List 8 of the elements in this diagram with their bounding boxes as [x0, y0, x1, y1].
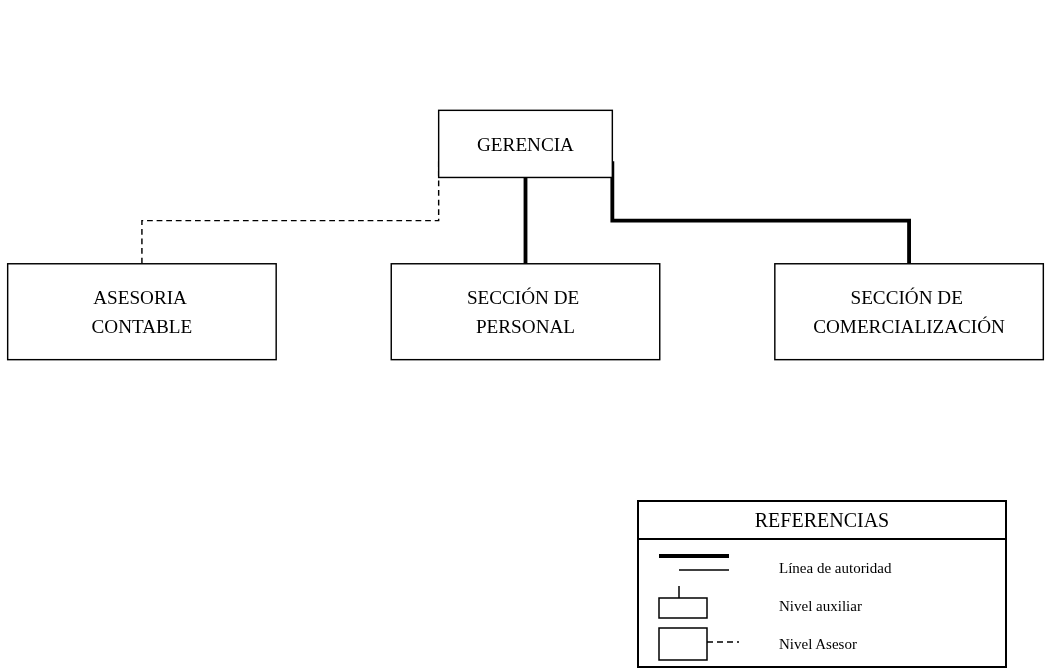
node-box: SECCIÓN DE PERSONAL	[390, 263, 661, 361]
legend-text: Nivel Asesor	[779, 635, 857, 653]
legend-text: Línea de autoridad	[779, 559, 892, 577]
node-box: ASESORIA CONTABLE	[6, 263, 277, 361]
legend-title: REFERENCIAS	[754, 508, 890, 532]
legend-text: Nivel auxiliar	[779, 597, 862, 615]
node-box: SECCIÓN DE COMERCIALIZACIÓN	[774, 263, 1045, 361]
node-box: GERENCIA	[437, 109, 614, 179]
